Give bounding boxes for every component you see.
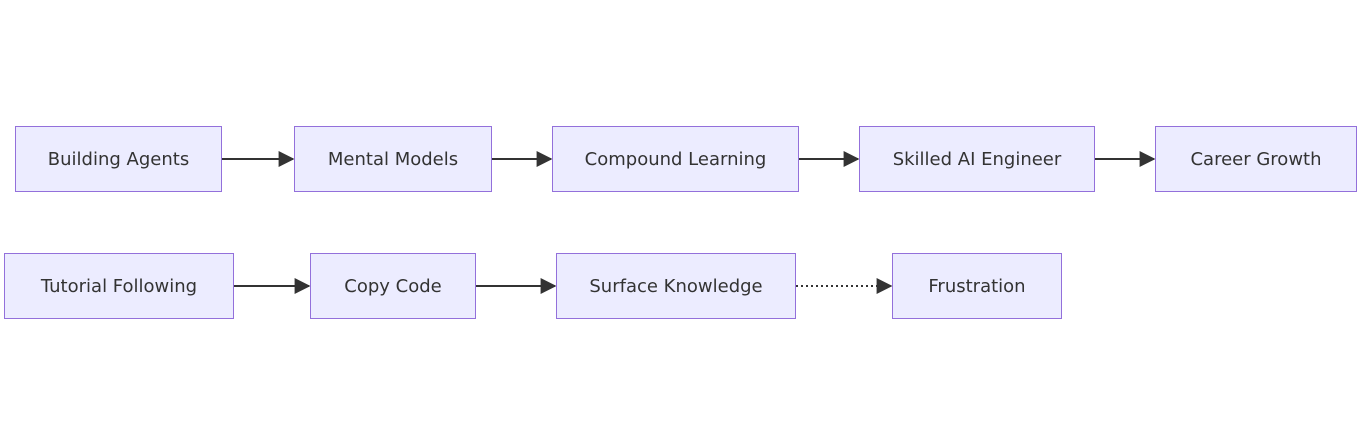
node-label: Building Agents [47, 148, 190, 170]
node-label: Tutorial Following [40, 275, 198, 297]
node-label: Frustration [928, 275, 1026, 297]
node-compound-learning: Compound Learning [552, 126, 799, 192]
node-building-agents: Building Agents [15, 126, 222, 192]
node-label: Mental Models [327, 148, 459, 170]
node-surface-knowledge: Surface Knowledge [556, 253, 796, 319]
node-mental-models: Mental Models [294, 126, 492, 192]
node-skilled-ai-engineer: Skilled AI Engineer [859, 126, 1095, 192]
node-label: Skilled AI Engineer [892, 148, 1062, 170]
node-tutorial-following: Tutorial Following [4, 253, 234, 319]
node-label: Compound Learning [584, 148, 767, 170]
node-label: Surface Knowledge [589, 275, 763, 297]
node-frustration: Frustration [892, 253, 1062, 319]
node-label: Career Growth [1190, 148, 1322, 170]
node-copy-code: Copy Code [310, 253, 476, 319]
node-label: Copy Code [344, 275, 442, 297]
node-career-growth: Career Growth [1155, 126, 1357, 192]
